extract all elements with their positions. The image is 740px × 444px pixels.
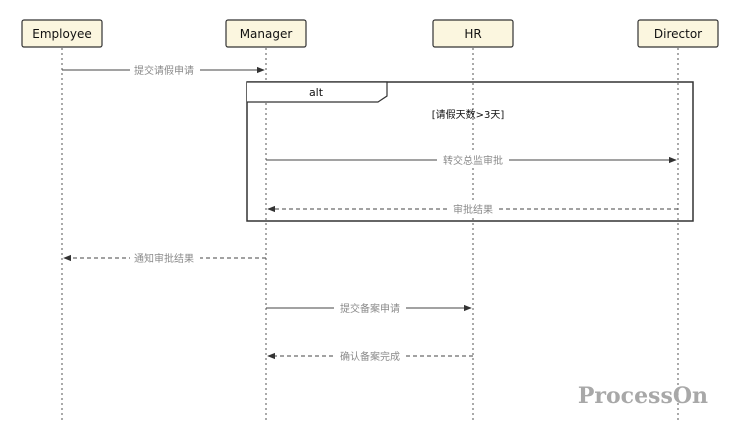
message-label: 提交请假申请 [134, 64, 194, 77]
participant-label: Employee [32, 27, 91, 41]
participant-box [21, 19, 103, 48]
message-label-bg [437, 153, 509, 166]
message-submit-leave[interactable]: 提交请假申请 [62, 63, 265, 77]
message-label: 转交总监审批 [443, 154, 503, 167]
participant-box [225, 19, 307, 48]
participant-box [637, 19, 719, 48]
message-label-bg [130, 251, 200, 264]
message-label: 提交备案申请 [340, 302, 400, 315]
fragment-kind-label: alt [309, 86, 324, 99]
participant-manager[interactable]: Manager [225, 19, 307, 48]
alt-fragment[interactable]: alt [请假天数>3天] [246, 81, 694, 222]
participant-director[interactable]: Director [637, 19, 719, 48]
message-label: 确认备案完成 [340, 350, 400, 363]
participant-employee[interactable]: Employee [21, 19, 103, 48]
message-notify-employee[interactable]: 通知审批结果 [63, 251, 266, 265]
lifelines [61, 48, 679, 422]
message-label-bg [334, 349, 406, 362]
processon-watermark: ProcessOn [578, 383, 708, 409]
participant-label: Director [654, 27, 702, 41]
participant-box [432, 19, 514, 48]
message-forward-to-director[interactable]: 转交总监审批 [266, 153, 677, 167]
fragment-guard: [请假天数>3天] [432, 108, 505, 121]
message-label-bg [334, 301, 406, 314]
participant-label: HR [464, 27, 481, 41]
message-confirm-filing[interactable]: 确认备案完成 [267, 349, 473, 363]
message-approval-result[interactable]: 审批结果 [267, 202, 678, 216]
message-label-bg [130, 63, 200, 76]
participant-label: Manager [240, 27, 293, 41]
fragment-tab [247, 81, 388, 103]
message-label: 通知审批结果 [134, 252, 194, 265]
fragment-frame [246, 81, 694, 222]
participant-hr[interactable]: HR [432, 19, 514, 48]
message-label: 审批结果 [453, 203, 493, 216]
message-submit-filing[interactable]: 提交备案申请 [266, 301, 472, 315]
message-label-bg [448, 202, 498, 215]
